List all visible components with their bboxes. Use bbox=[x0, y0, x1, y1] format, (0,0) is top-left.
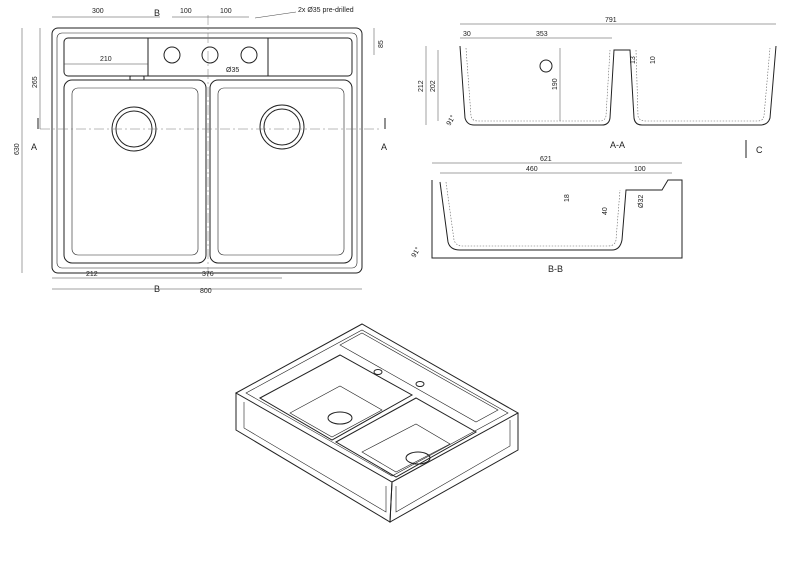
iso-front-left-panel bbox=[243, 402, 387, 513]
iso-right-basin-floor bbox=[361, 423, 451, 473]
dim-100a-label: 100 bbox=[180, 8, 192, 15]
iso-front-right-panel bbox=[395, 420, 511, 513]
left-basin-floor bbox=[71, 87, 199, 256]
dim-300-label: 300 bbox=[92, 8, 104, 15]
dim-376-label: 376 bbox=[202, 271, 214, 278]
section-a-left-label: A bbox=[31, 142, 37, 152]
aa-dim-212: 212 bbox=[418, 80, 425, 92]
iso-top-rim-inner bbox=[245, 329, 509, 477]
aa-title: A-A bbox=[610, 140, 625, 150]
right-basin-floor bbox=[217, 87, 345, 256]
aa-dim-190: 190 bbox=[552, 78, 559, 90]
dim-210-label: 210 bbox=[100, 56, 112, 63]
dim-100b-label: 100 bbox=[220, 8, 232, 15]
dim-800-label: 800 bbox=[200, 288, 212, 295]
view-c-label: C bbox=[756, 145, 763, 155]
aa-dim-10: 10 bbox=[650, 56, 657, 64]
section-a-right-label: A bbox=[381, 142, 387, 152]
overflow-slot bbox=[129, 75, 145, 81]
iso-front-right-face bbox=[389, 413, 519, 523]
hole-diameter-label: Ø35 bbox=[226, 67, 239, 74]
iso-right-basin bbox=[334, 397, 478, 478]
section-aa: 791 30 353 190 212 202 91° 10 13 A-A C bbox=[418, 17, 777, 158]
tap-hole-left bbox=[163, 46, 181, 64]
section-b-top-label: B bbox=[154, 8, 160, 18]
isometric-view bbox=[234, 323, 520, 523]
bb-dim-40: 40 bbox=[602, 207, 609, 215]
leader-drill-note bbox=[254, 11, 297, 19]
iso-left-basin-floor bbox=[289, 385, 383, 438]
aa-dim-30: 30 bbox=[463, 31, 471, 38]
iso-tap-hole-1 bbox=[373, 369, 383, 375]
dim-630-label: 630 bbox=[14, 143, 21, 155]
bb-dim-32: Ø32 bbox=[638, 195, 645, 208]
aa-dim-353: 353 bbox=[536, 31, 548, 38]
bb-dim-91: 91° bbox=[410, 246, 422, 259]
tap-hole-right bbox=[240, 46, 258, 64]
tap-hole-center bbox=[201, 46, 219, 64]
aa-overflow-hole bbox=[539, 59, 553, 73]
aa-dim-202: 202 bbox=[430, 80, 437, 92]
aa-dim-91: 91° bbox=[445, 114, 457, 127]
bb-dim-18: 18 bbox=[564, 194, 571, 202]
bb-dim-460: 460 bbox=[526, 166, 538, 173]
bb-title: B-B bbox=[548, 264, 563, 274]
dim-265-label: 265 bbox=[32, 76, 39, 88]
left-basin-rim bbox=[63, 79, 207, 264]
aa-profile-outer bbox=[459, 45, 777, 126]
iso-left-basin bbox=[258, 354, 414, 441]
iso-tap-deck bbox=[339, 332, 499, 423]
aa-dim-791: 791 bbox=[605, 17, 617, 24]
aa-profile-inner bbox=[465, 47, 771, 122]
drill-note: 2x Ø35 pre-drilled bbox=[298, 7, 354, 14]
right-drain-outer bbox=[259, 104, 305, 150]
aa-dim-13: 13 bbox=[630, 56, 637, 64]
right-drain-inner bbox=[263, 108, 301, 146]
bb-dim-100: 100 bbox=[634, 166, 646, 173]
sink-outline bbox=[51, 27, 363, 274]
iso-tap-hole-2 bbox=[415, 381, 425, 387]
sink-inner-outline bbox=[56, 32, 358, 269]
dim-212-label: 212 bbox=[86, 271, 98, 278]
top-view: 300 B 100 100 2x Ø35 pre-drilled Ø35 210… bbox=[14, 7, 387, 295]
section-bb: 621 460 100 18 40 Ø32 91° B-B bbox=[410, 156, 683, 274]
bb-dim-621: 621 bbox=[540, 156, 552, 163]
right-basin-rim bbox=[209, 79, 353, 264]
iso-left-drain bbox=[327, 411, 353, 425]
bb-profile-outer bbox=[431, 179, 683, 259]
iso-top-rim bbox=[234, 323, 520, 483]
dim-85-label: 85 bbox=[378, 40, 385, 48]
iso-front-left-face bbox=[235, 393, 393, 523]
bb-profile-inner bbox=[445, 181, 621, 247]
iso-right-drain bbox=[405, 451, 431, 465]
